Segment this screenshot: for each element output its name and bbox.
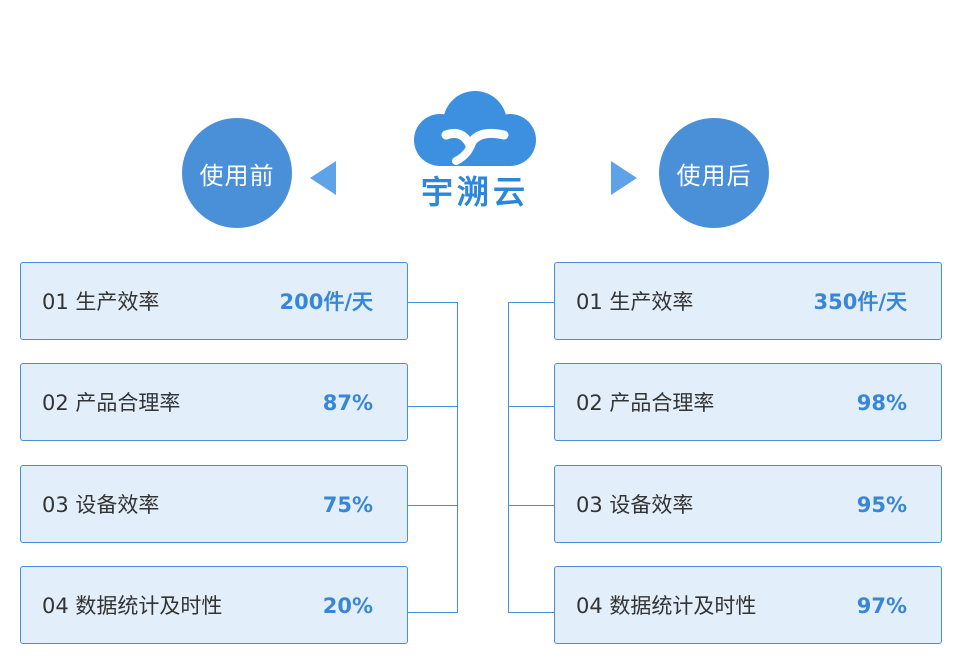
before-title: 使用前 [199, 161, 275, 190]
card-label: 04 数据统计及时性 [42, 594, 223, 618]
left-connector-vertical [457, 302, 458, 613]
card-value: 97% [856, 594, 907, 618]
card-label: 01 生产效率 [576, 290, 694, 314]
card-label: 03 设备效率 [42, 493, 160, 517]
left-connector-tick [408, 612, 458, 613]
left-connector-tick [408, 302, 458, 303]
card-label: 04 数据统计及时性 [576, 594, 757, 618]
logo-text: 宇溯云 [420, 173, 529, 211]
card-value: 75% [322, 493, 373, 517]
right-connector-tick [508, 505, 555, 506]
card-value: 87% [322, 391, 373, 415]
left-connector-tick [408, 505, 458, 506]
after-card-equipment-efficiency: 03 设备效率 95% [554, 465, 942, 543]
left-connector-tick [408, 406, 458, 407]
right-connector-tick [508, 612, 555, 613]
after-card-production-efficiency: 01 生产效率 350件/天 [554, 262, 942, 340]
after-title: 使用后 [676, 161, 752, 190]
right-connector-vertical [508, 302, 509, 613]
card-value: 200件/天 [279, 290, 373, 314]
card-label: 03 设备效率 [576, 493, 694, 517]
right-connector-tick [508, 406, 555, 407]
right-connector-tick [508, 302, 555, 303]
cloud-logo-icon [414, 91, 536, 166]
arrow-right-icon [611, 161, 637, 195]
after-card-data-timeliness: 04 数据统计及时性 97% [554, 566, 942, 644]
card-value: 98% [856, 391, 907, 415]
card-value: 20% [322, 594, 373, 618]
before-card-product-rate: 02 产品合理率 87% [20, 363, 408, 441]
before-title-circle: 使用前 [182, 118, 292, 228]
arrow-left-icon [310, 161, 336, 195]
card-value: 95% [856, 493, 907, 517]
card-label: 01 生产效率 [42, 290, 160, 314]
after-card-product-rate: 02 产品合理率 98% [554, 363, 942, 441]
before-card-equipment-efficiency: 03 设备效率 75% [20, 465, 408, 543]
card-label: 02 产品合理率 [42, 391, 181, 415]
logo: 宇溯云 [400, 85, 550, 211]
card-value: 350件/天 [813, 290, 907, 314]
after-title-circle: 使用后 [659, 118, 769, 228]
before-card-data-timeliness: 04 数据统计及时性 20% [20, 566, 408, 644]
before-card-production-efficiency: 01 生产效率 200件/天 [20, 262, 408, 340]
card-label: 02 产品合理率 [576, 391, 715, 415]
